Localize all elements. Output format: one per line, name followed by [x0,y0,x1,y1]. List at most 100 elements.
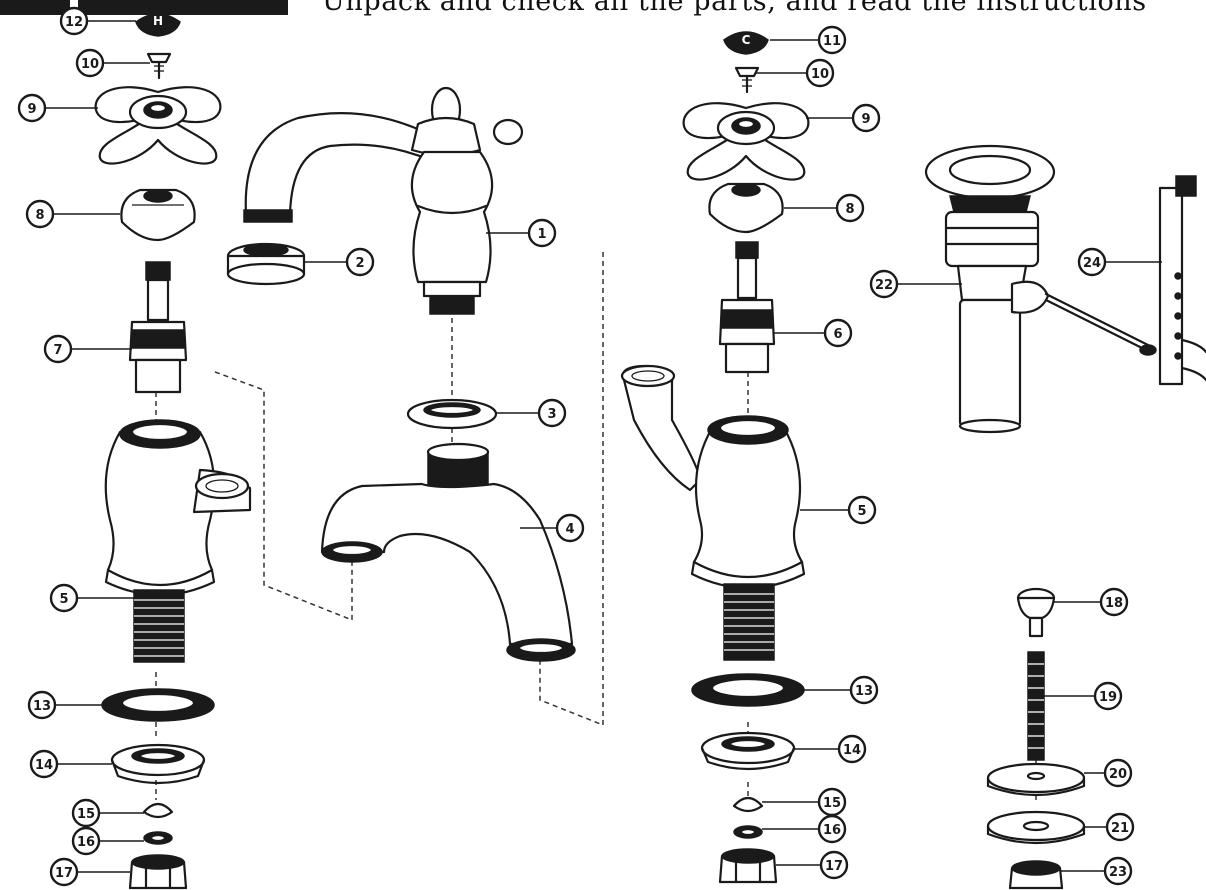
callout-21-washer: 21 [1105,812,1135,842]
bridge-connector [320,442,576,662]
callout-14-right: 14 [837,734,867,764]
callout-13-left: 13 [27,690,57,720]
svg-text:4: 4 [565,522,574,537]
svg-text:16: 16 [823,823,841,838]
svg-text:C: C [742,33,751,47]
svg-text:9: 9 [861,112,870,127]
spout-assembly [243,86,524,315]
dashed-line-left-supply [214,371,353,622]
spout-gasket [406,398,498,430]
svg-text:6: 6 [833,327,842,342]
threaded-rod [1027,651,1045,761]
callout-9-left: 9 [17,93,47,123]
callout-10-left: 10 [75,48,105,78]
svg-text:23: 23 [1109,865,1127,880]
svg-text:19: 19 [1099,690,1117,705]
svg-text:8: 8 [35,208,44,223]
svg-text:22: 22 [875,278,893,293]
svg-text:9: 9 [27,102,36,117]
callout-13-right: 13 [849,675,879,705]
metal-washer [986,810,1086,845]
pop-up-drain [924,144,1157,434]
aerator [226,242,306,286]
callout-3: 3 [537,398,567,428]
callout-23-nut: 23 [1103,856,1133,886]
callout-7-left: 7 [43,334,73,364]
callout-11-right: 11 [817,25,847,55]
right-flange-washer [700,731,796,771]
svg-text:13: 13 [855,684,873,699]
left-hex-nut [128,854,188,890]
header-tab-left [0,0,70,15]
callout-19-rod: 19 [1093,681,1123,711]
knob-nut [1008,860,1064,890]
svg-text:10: 10 [811,67,829,82]
left-toothed-washer [101,688,215,722]
svg-text:15: 15 [823,796,841,811]
svg-text:17: 17 [55,866,73,881]
right-cross-handle [682,102,810,181]
callout-14-left: 14 [29,749,59,779]
right-o-ring [733,825,763,839]
callout-17-left: 17 [49,857,79,887]
callout-8-right: 8 [835,193,865,223]
left-cross-handle [94,86,222,165]
callout-16-right: 16 [817,814,847,844]
left-flange-washer [110,743,206,785]
callout-16-left: 16 [71,826,101,856]
callout-10-right: 10 [805,58,835,88]
svg-text:7: 7 [53,343,62,358]
callout-18-knob: 18 [1099,587,1129,617]
svg-text:1: 1 [537,227,546,242]
svg-text:8: 8 [845,202,854,217]
callout-2: 2 [345,247,375,277]
svg-text:5: 5 [59,592,68,607]
cold-index-cap: C [723,31,769,55]
left-o-ring [143,831,173,845]
callout-8-left: 8 [25,199,55,229]
callout-5-left: 5 [49,583,79,613]
callout-22-drain: 22 [869,269,899,299]
svg-text:21: 21 [1111,821,1129,836]
instruction-text: Unpack and check all the parts, and read… [322,0,1147,17]
svg-text:18: 18 [1105,596,1123,611]
leader-lines [46,20,1162,873]
callout-1: 1 [527,218,557,248]
lift-rod-strap [1158,175,1206,386]
svg-text:5: 5 [857,504,866,519]
callout-9-right: 9 [851,103,881,133]
left-valve-cartridge [128,261,188,394]
callout-12-left: 12 [59,6,89,36]
callout-20-washer: 20 [1103,758,1133,788]
callout-24-strap: 24 [1077,247,1107,277]
right-bonnet [708,182,784,234]
header-tab-right [78,0,288,15]
right-valve-cartridge [718,241,776,374]
callout-6-right: 6 [823,318,853,348]
right-cone-washer [732,796,764,813]
lift-knob [1016,587,1056,638]
svg-text:11: 11 [823,34,841,49]
callout-4: 4 [555,513,585,543]
callout-5-right: 5 [847,495,877,525]
svg-text:24: 24 [1083,256,1101,271]
rubber-washer [986,762,1086,797]
svg-text:3: 3 [547,407,556,422]
svg-text:20: 20 [1109,767,1127,782]
svg-text:17: 17 [825,859,843,874]
callout-15-right: 15 [817,787,847,817]
right-handle-screw [734,66,760,94]
svg-text:13: 13 [33,699,51,714]
callout-17-right: 17 [819,850,849,880]
left-handle-screw [146,52,172,80]
hot-index-cap: H [135,13,181,37]
right-hex-nut [718,848,778,884]
right-valve-body [620,364,806,661]
svg-text:H: H [153,14,163,28]
left-cone-washer [142,802,174,819]
svg-text:2: 2 [355,256,364,271]
svg-text:12: 12 [65,15,83,30]
svg-text:15: 15 [77,807,95,822]
left-valve-body [104,419,252,663]
